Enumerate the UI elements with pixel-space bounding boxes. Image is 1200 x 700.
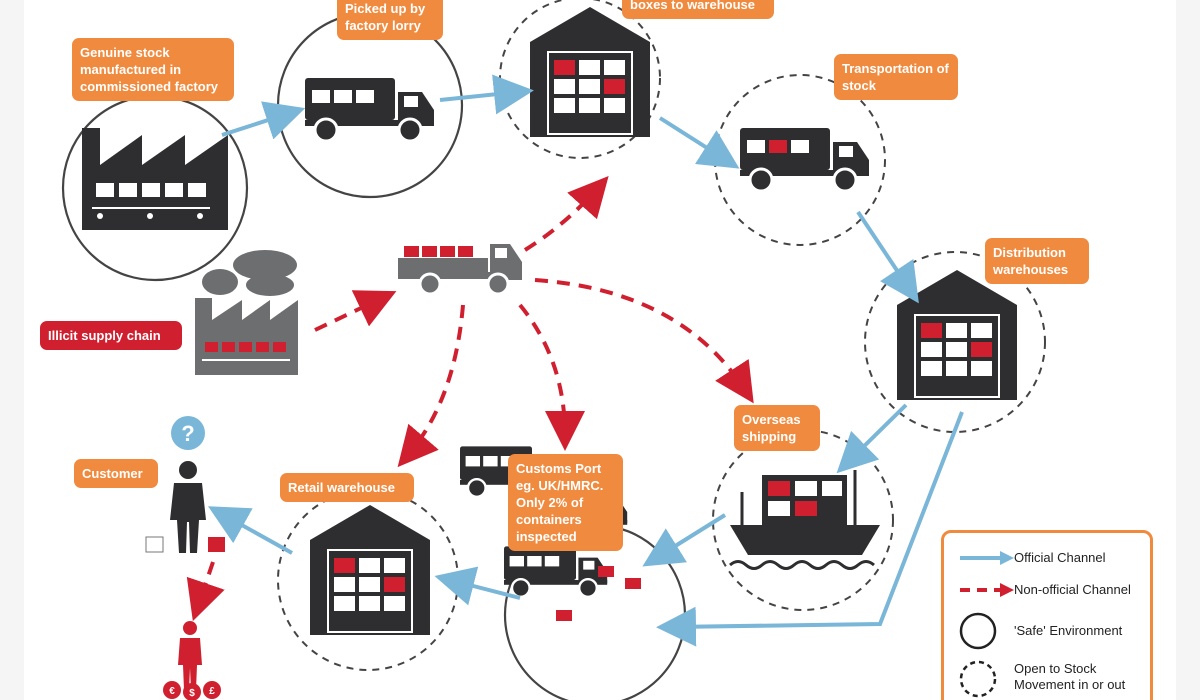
ship-icon: [729, 470, 880, 570]
euro-icon: €: [169, 686, 175, 697]
legend-safe-swatch: [959, 612, 997, 650]
legend-official: Official Channel: [944, 547, 1156, 569]
transport-lorry-icon: [738, 126, 871, 193]
customs-lorries-icon: [458, 445, 641, 621]
arrow-distribution-to-shipping: [836, 403, 908, 474]
legend-safe: 'Safe' Environment: [944, 611, 1156, 651]
illicit-lorry-icon: [398, 244, 522, 296]
arrow-factory-to-lorry: [221, 101, 306, 140]
legend-non-official-swatch: [960, 583, 1014, 597]
arrow-lorry-to-warehouse-illicit: [523, 176, 609, 252]
arrow-shipping-to-customs: [642, 513, 727, 567]
retail-warehouse-icon: [309, 504, 431, 636]
label-retail: Retail warehouse: [280, 473, 414, 502]
legend-open-label: Open to Stock Movement in or out: [1014, 661, 1126, 692]
label-distribution: Distribution warehouses: [985, 238, 1089, 284]
question-mark-icon: ?: [181, 421, 194, 446]
label-illicit-supply-chain: Illicit supply chain: [40, 321, 182, 350]
legend-open: Open to Stock Movement in or out: [944, 657, 1156, 700]
arrow-retail-to-customer: [208, 506, 293, 555]
legend-non-official: Non-official Channel: [944, 579, 1156, 601]
label-picked-up: Picked up by factory lorry: [337, 0, 443, 40]
label-boxes-to-warehouse: boxes to warehouse: [622, 0, 774, 19]
label-customer: Customer: [74, 459, 158, 488]
arrow-customer-to-criminal: [186, 561, 225, 622]
arrow-transport-to-distribution: [856, 210, 919, 304]
distribution-warehouse-icon: [896, 269, 1018, 401]
legend-open-swatch: [959, 660, 997, 698]
customer-icon: ?: [145, 416, 225, 553]
factory-icon: [82, 128, 228, 230]
warehouse-icon: [529, 6, 651, 138]
arrow-lorry-to-retail-illicit: [397, 304, 465, 468]
legend-official-swatch: [960, 551, 1014, 565]
label-genuine-stock: Genuine stock manufactured in commission…: [72, 38, 234, 101]
arrow-customs-to-retail: [434, 566, 521, 606]
legend-non-official-label: Non-official Channel: [1014, 582, 1131, 597]
arrow-lorry-to-customs-illicit: [518, 303, 585, 451]
arrow-warehouse-to-transport: [658, 116, 740, 169]
dollar-icon: $: [189, 688, 195, 699]
legend-safe-label: 'Safe' Environment: [1014, 623, 1123, 638]
label-transportation: Transportation of stock: [834, 54, 958, 100]
legend-official-label: Official Channel: [1014, 550, 1106, 565]
arrow-distribution-to-customs: [656, 411, 964, 647]
criminal-profit-icon: € $ £: [163, 621, 221, 700]
arrow-lorry-to-shipping-illicit: [534, 278, 754, 404]
legend: Official Channel Non-official Channel 'S…: [941, 530, 1153, 700]
label-overseas: Overseas shipping: [734, 405, 820, 451]
arrow-lorry-to-warehouse: [439, 74, 534, 115]
arrow-illicit-factory-to-lorry: [314, 290, 397, 332]
pound-icon: £: [209, 686, 215, 697]
illicit-factory-icon: [195, 250, 298, 375]
label-customs: Customs Port eg. UK/HMRC. Only 2% of con…: [508, 454, 623, 551]
